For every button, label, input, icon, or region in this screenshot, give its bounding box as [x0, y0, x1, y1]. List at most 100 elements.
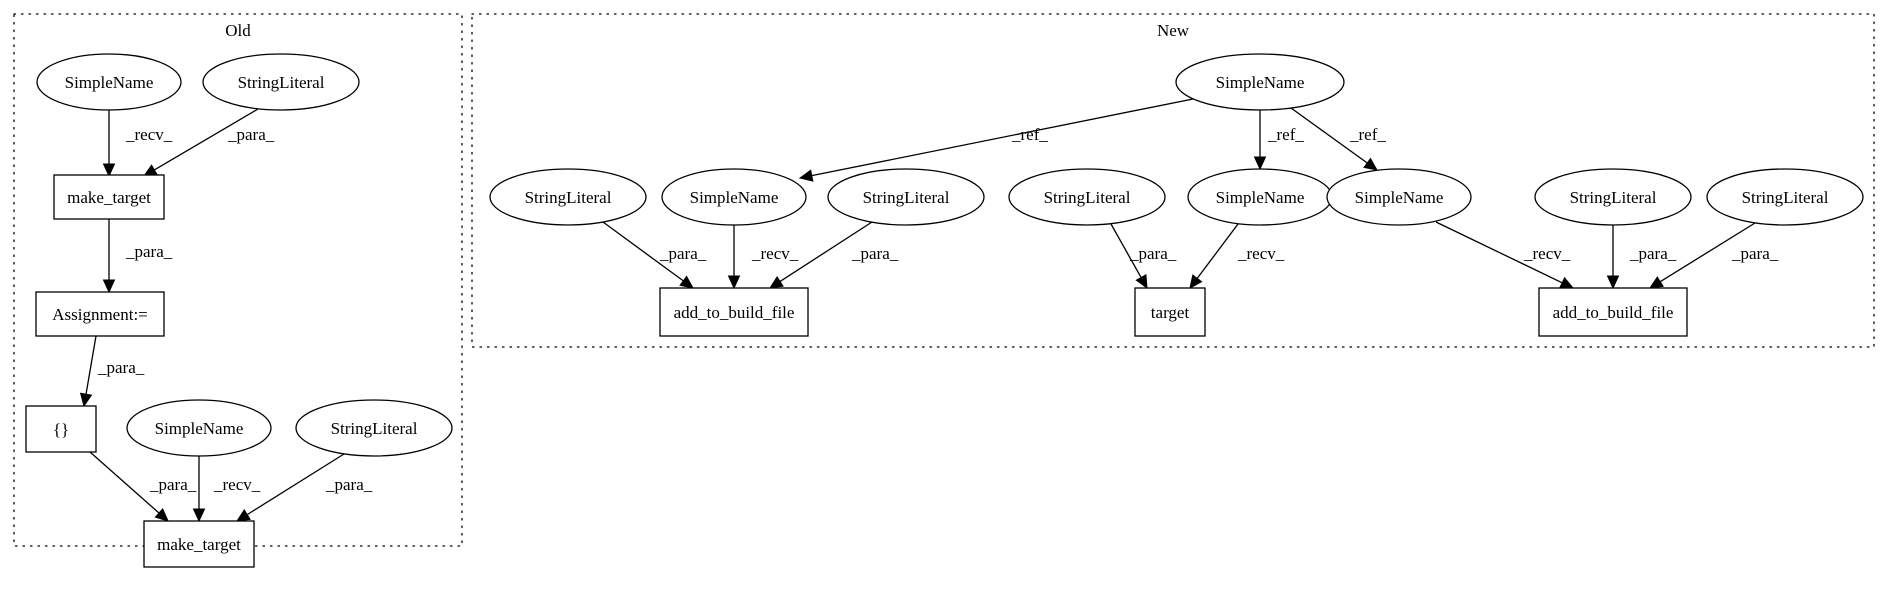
edge-line [1659, 222, 1756, 283]
edge-label: _recv_ [125, 125, 173, 144]
edge-o_mt1-to-o_asg: _para_ [102, 219, 173, 294]
node-ellipse [202, 53, 360, 111]
cluster-old: Old [13, 13, 463, 547]
node-ellipse [126, 399, 272, 457]
edge-line [779, 221, 873, 283]
node-o_mt1: make_target [53, 174, 165, 220]
edges: _recv__para__para__para__para__recv__par… [79, 98, 1779, 523]
node-label: StringLiteral [1742, 188, 1829, 207]
edge-label: _para_ [1629, 244, 1677, 263]
edge-label: _para_ [125, 242, 173, 261]
edge-line [1290, 107, 1368, 164]
edge-n_sn1-to-n_ab1: _recv_ [727, 225, 799, 290]
edge-o_sn2-to-o_mt2: _recv_ [192, 456, 261, 523]
edge-n_sl4-to-n_ab2: _para_ [1606, 225, 1677, 290]
node-o_sl1: StringLiteral [202, 53, 360, 111]
node-label: SimpleName [155, 419, 244, 438]
edge-label: _para_ [1129, 244, 1177, 263]
arrowhead [79, 392, 93, 408]
node-n_sn2: SimpleName [1187, 168, 1333, 226]
node-ellipse [827, 168, 985, 226]
edge-n_sl2-to-n_ab1: _para_ [768, 221, 899, 289]
arrowhead [798, 169, 814, 182]
edge-label: _recv_ [1237, 244, 1285, 263]
edge-label: _para_ [659, 244, 707, 263]
node-n_sl2: StringLiteral [827, 168, 985, 226]
edge-n_sl5-to-n_ab2: _para_ [1648, 222, 1779, 289]
arrowhead [1606, 275, 1620, 290]
edge-label: _recv_ [751, 244, 799, 263]
edge-n_sn_top-to-n_sn2: _ref_ [1253, 110, 1304, 171]
edge-o_sl2-to-o_mt2: _para_ [235, 453, 373, 522]
node-label: StringLiteral [863, 188, 950, 207]
arrowhead [679, 275, 694, 289]
edge-label: _para_ [97, 358, 145, 377]
node-n_sn1: SimpleName [661, 168, 807, 226]
edge-label: _para_ [325, 475, 373, 494]
node-o_sn2: SimpleName [126, 399, 272, 457]
node-n_sl4: StringLiteral [1534, 168, 1692, 226]
node-label: StringLiteral [1044, 188, 1131, 207]
node-ellipse [36, 53, 182, 111]
edge-line [1435, 221, 1563, 284]
node-o_brace: {} [25, 405, 97, 453]
arrowhead [1253, 156, 1267, 171]
cluster-new-border [471, 13, 1875, 348]
node-o_asg: Assignment:= [35, 291, 165, 337]
arrowhead [192, 508, 206, 523]
edge-label: _para_ [149, 475, 197, 494]
node-label: make_target [157, 535, 241, 554]
arrowhead [727, 275, 741, 290]
edge-line [246, 453, 345, 516]
edge-n_sn2-to-n_tgt: _recv_ [1189, 223, 1285, 289]
arrowhead [102, 163, 116, 178]
node-ellipse [489, 168, 647, 226]
node-label: StringLiteral [1570, 188, 1657, 207]
edge-label: _ref_ [1267, 125, 1304, 144]
node-box [35, 291, 165, 337]
cluster-new: New [471, 13, 1875, 348]
edge-line [811, 98, 1194, 177]
edge-label: _para_ [851, 244, 899, 263]
node-label: make_target [67, 188, 151, 207]
cluster-old-label: Old [225, 21, 251, 40]
node-ellipse [661, 168, 807, 226]
node-n_sl3: StringLiteral [1008, 168, 1166, 226]
edge-o_asg-to-o_brace: _para_ [79, 335, 145, 408]
edge-line [1110, 223, 1142, 278]
node-label: {} [53, 420, 69, 439]
arrowhead [1135, 274, 1148, 290]
node-ellipse [1534, 168, 1692, 226]
arrowhead [1189, 274, 1203, 289]
edge-label: _para_ [1731, 244, 1779, 263]
clusters: Old New [13, 13, 1875, 547]
node-label: SimpleName [1355, 188, 1444, 207]
node-box [143, 520, 255, 568]
edge-o_sn1-to-o_mt1: _recv_ [102, 110, 173, 178]
edge-line [602, 221, 684, 282]
edge-line [85, 335, 97, 395]
node-box [53, 174, 165, 220]
node-n_tgt: target [1134, 287, 1206, 337]
node-ellipse [1706, 168, 1864, 226]
arrowhead [102, 279, 116, 294]
edge-o_sl1-to-o_mt1: _para_ [142, 108, 275, 177]
node-n_ab2: add_to_build_file [1538, 287, 1688, 337]
node-n_sl1: StringLiteral [489, 168, 647, 226]
edge-n_sn_top-to-n_sn1: _ref_ [798, 98, 1194, 182]
node-box [1134, 287, 1206, 337]
node-o_sn1: SimpleName [36, 53, 182, 111]
cluster-old-border [13, 13, 463, 547]
edge-line [1196, 223, 1239, 279]
edge-label: _para_ [227, 125, 275, 144]
edge-n_sn3-to-n_ab2: _recv_ [1435, 221, 1575, 289]
edge-line [89, 451, 160, 514]
node-n_ab1: add_to_build_file [659, 287, 809, 337]
edge-n_sn_top-to-n_sn3: _ref_ [1290, 107, 1386, 171]
node-n_sn3: SimpleName [1326, 168, 1472, 226]
node-label: target [1151, 303, 1190, 322]
node-box [1538, 287, 1688, 337]
arrowhead [1559, 276, 1575, 289]
node-o_sl2: StringLiteral [295, 399, 453, 457]
